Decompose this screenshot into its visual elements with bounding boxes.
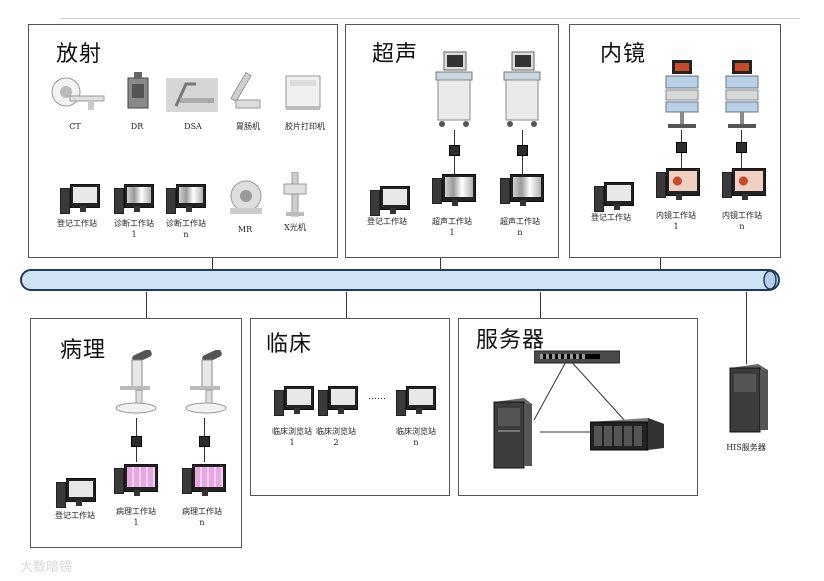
- ultrasound-capture-box-2: [517, 145, 528, 156]
- watermark: 大数暗镜: [20, 556, 72, 575]
- x-ray-machine-icon: [282, 172, 308, 218]
- ultrasound-workstation-n-label: 超声工作站n: [498, 216, 542, 238]
- registration-workstation: [60, 184, 100, 214]
- radiology-title: 放射: [56, 36, 102, 68]
- x-ray-machine-label: X光机: [278, 222, 312, 233]
- clinical-bus-link: [346, 292, 347, 318]
- ultrasound-title: 超声: [372, 36, 418, 68]
- pathology-workstation-n-label: 病理工作站n: [180, 506, 224, 528]
- diagnostic-workstation-n: [166, 184, 206, 214]
- clinical-title: 临床: [266, 326, 312, 358]
- pathology-registration-label: 登记工作站: [54, 510, 96, 521]
- microscope-icon-2: [180, 350, 230, 414]
- server-tower-icon: [488, 398, 534, 470]
- endoscopy-registration-workstation: [594, 182, 634, 212]
- diagnostic-workstation-1-label: 诊断工作站1: [112, 218, 156, 240]
- ultrasound-capture-box-1: [449, 145, 460, 156]
- ultrasound-workstation-1: [432, 174, 472, 204]
- storage-array-icon: [590, 412, 664, 456]
- microscope-icon-1: [110, 350, 160, 414]
- his-bus-link: [746, 292, 747, 364]
- his-server-icon: [726, 364, 770, 436]
- pathology-capture-box-1: [131, 436, 142, 447]
- clinical-browser-station-2: [318, 386, 358, 416]
- ultrasound-workstation-1-label: 超声工作站1: [430, 216, 474, 238]
- mr-scanner-icon: [226, 178, 266, 218]
- dr-machine-icon: [124, 72, 152, 112]
- network-switch-icon: [534, 350, 620, 364]
- diagnostic-workstation-n-label: 诊断工作站n: [164, 218, 208, 240]
- pathology-bus-link: [146, 292, 147, 318]
- dr-label: DR: [122, 121, 152, 132]
- registration-workstation-label: 登记工作站: [56, 218, 98, 229]
- endoscopy-capture-box-2: [736, 142, 747, 153]
- his-server-label: HIS服务器: [726, 442, 766, 453]
- pathology-capture-box-2: [199, 436, 210, 447]
- film-printer-label: 胶片打印机: [280, 121, 330, 132]
- server-bus-link: [540, 292, 541, 318]
- clinical-browser-station-2-label: 临床浏览站2: [314, 426, 358, 448]
- clinical-ellipsis: ……: [362, 392, 392, 403]
- clinical-browser-station-n: [396, 386, 436, 416]
- ultrasound-workstation-n: [500, 174, 540, 204]
- ultrasound-machine-icon-1: [432, 50, 476, 128]
- endoscope-tower-icon-2: [722, 58, 762, 130]
- endoscopy-workstation-1: [656, 168, 696, 198]
- clinical-browser-station-1: [274, 386, 314, 416]
- endoscopy-capture-box-1: [676, 142, 687, 153]
- endoscopy-workstation-n-label: 内镜工作站n: [720, 210, 764, 232]
- diagnostic-workstation-1: [114, 184, 154, 214]
- ct-scanner-icon: [48, 76, 106, 112]
- pathology-registration-workstation: [56, 478, 96, 508]
- pathology-workstation-1-label: 病理工作站1: [114, 506, 158, 528]
- endoscope-tower-icon-1: [662, 58, 702, 130]
- film-printer-icon: [284, 72, 324, 112]
- mr-label: MR: [230, 224, 260, 235]
- clinical-browser-station-n-label: 临床浏览站n: [394, 426, 438, 448]
- endoscopy-workstation-1-label: 内镜工作站1: [654, 210, 698, 232]
- gastrointestinal-machine-icon: [230, 70, 264, 114]
- network-bus: [20, 268, 782, 294]
- pathology-title: 病理: [60, 332, 106, 364]
- endoscopy-title: 内镜: [600, 36, 646, 68]
- pathology-workstation-1: [114, 464, 154, 494]
- ultrasound-registration-label: 登记工作站: [366, 216, 408, 227]
- endoscopy-registration-label: 登记工作站: [590, 212, 632, 223]
- endoscopy-workstation-n: [722, 168, 762, 198]
- dsa-machine-icon: [166, 78, 218, 112]
- pathology-workstation-n: [182, 464, 222, 494]
- dsa-label: DSA: [178, 121, 208, 132]
- gastrointestinal-machine-label: 胃肠机: [230, 121, 266, 132]
- ultrasound-registration-workstation: [370, 186, 410, 216]
- ct-label: CT: [60, 121, 90, 132]
- ultrasound-machine-icon-2: [500, 50, 544, 128]
- clinical-browser-station-1-label: 临床浏览站1: [270, 426, 314, 448]
- top-rule: [60, 18, 800, 19]
